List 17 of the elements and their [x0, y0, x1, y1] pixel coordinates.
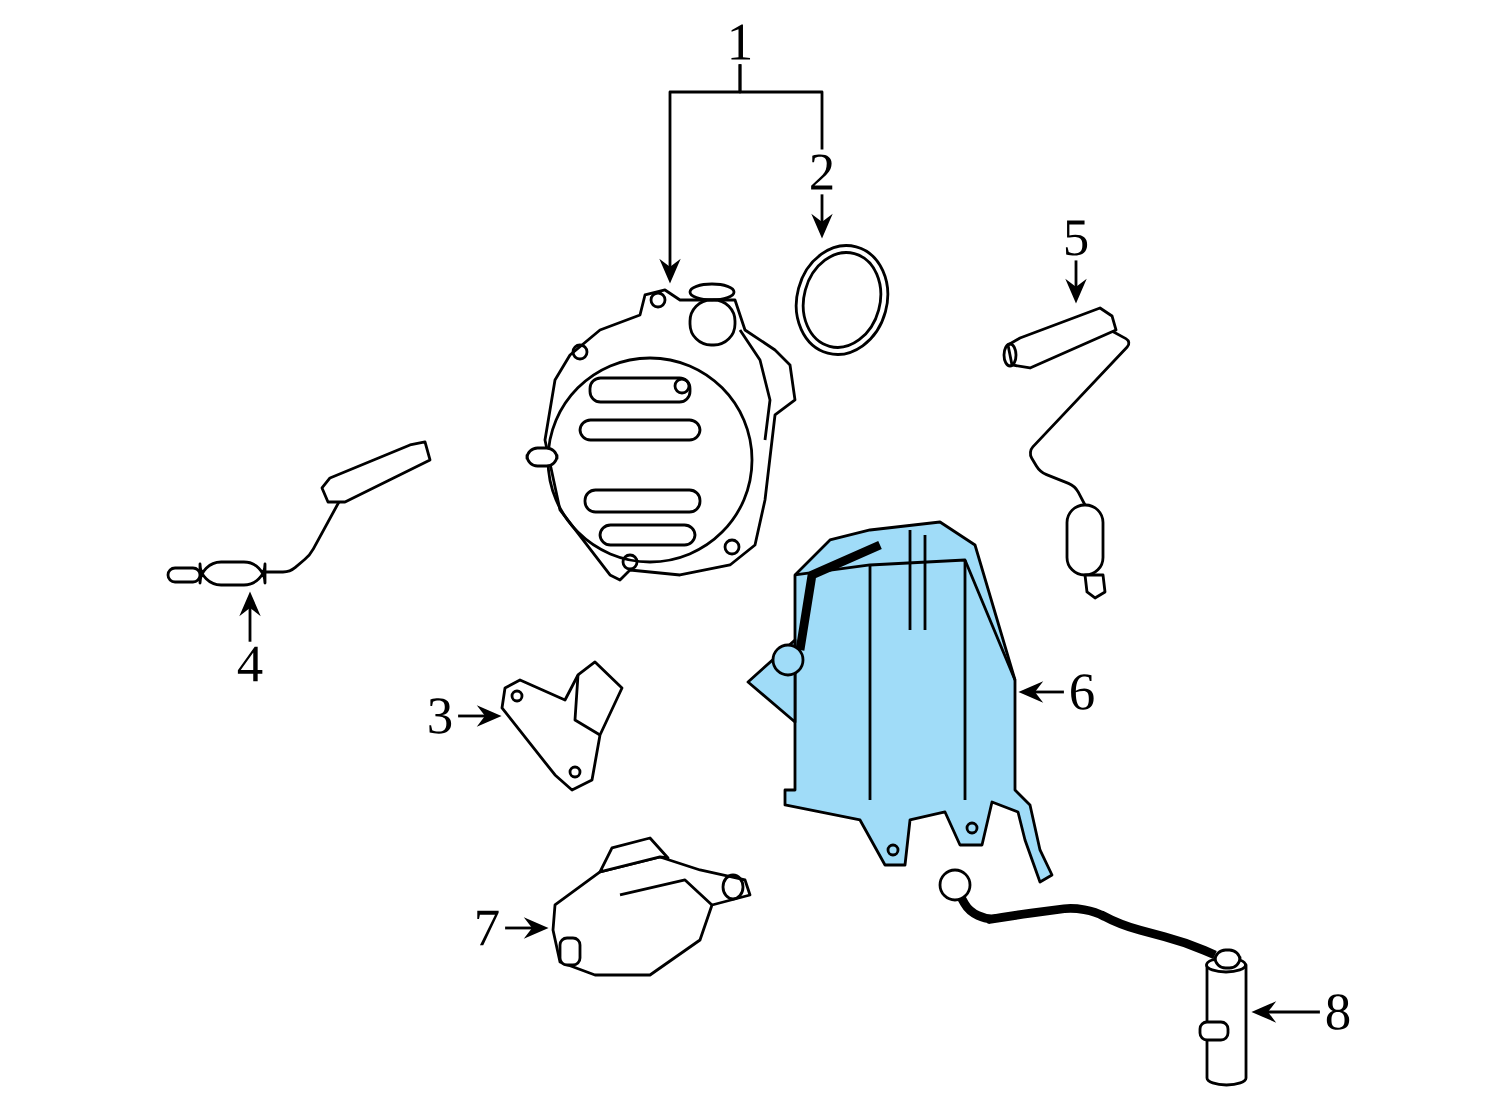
- pressure-sensor-drawing: [500, 660, 624, 792]
- callout-number: 5: [1065, 220, 1088, 256]
- vacuum-pump-drawing: [525, 282, 797, 582]
- oxygen-sensor-drawing: [166, 440, 432, 587]
- valve-drawing: [551, 836, 752, 977]
- o-ring-drawing: [794, 244, 890, 356]
- callout-number: 7: [477, 910, 499, 946]
- leader-line: [738, 64, 824, 150]
- callout-number: 6: [1071, 674, 1094, 710]
- callout-number: 1: [731, 24, 751, 60]
- callout-number: 8: [1326, 994, 1350, 1030]
- filter-drawing: [938, 868, 1248, 1087]
- callout-number: 4: [237, 646, 263, 682]
- callout-number: 2: [811, 154, 833, 190]
- oxygen-sensor-drawing: [1002, 306, 1131, 600]
- callout-number: 3: [429, 698, 452, 734]
- canister-drawing: [746, 520, 1054, 884]
